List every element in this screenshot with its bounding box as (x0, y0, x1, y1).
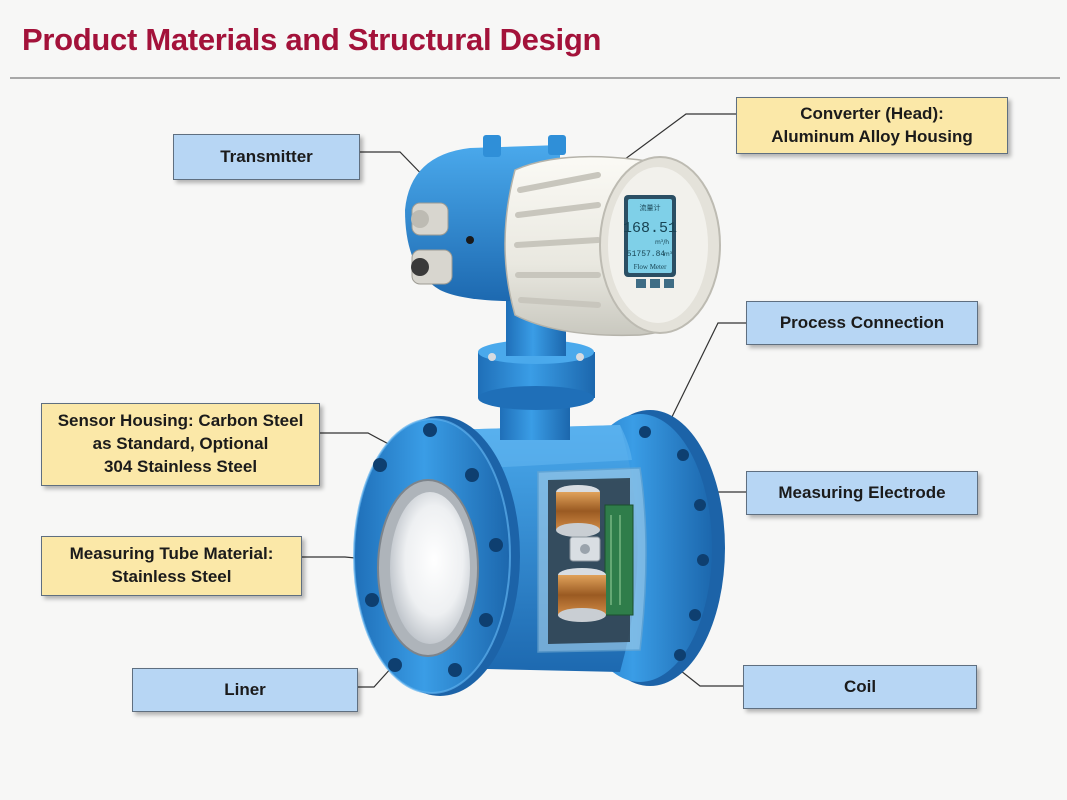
leader-process (667, 322, 746, 426)
cable-gland-upper (411, 202, 449, 236)
lcd-unit: m³/h (655, 239, 669, 246)
lcd-button-1 (636, 279, 646, 288)
upper-coil (556, 485, 600, 537)
lcd-total-unit: m³ (664, 251, 673, 258)
liner (390, 492, 470, 644)
lcd-reading: 168.51 (623, 220, 677, 237)
title-divider (10, 77, 1060, 79)
lcd-button-3 (664, 279, 674, 288)
lcd-brand: Flow Meter (634, 263, 668, 271)
converter-head: 流量计 168.51 m³/h 51757.84 m³ Flow Meter (504, 155, 721, 337)
label-sensor-housing: Sensor Housing: Carbon Steel as Standard… (41, 403, 320, 486)
lcd-button-2 (650, 279, 660, 288)
circuit-board (604, 504, 634, 616)
label-liner: Liner (132, 668, 358, 712)
label-process-connection: Process Connection (746, 301, 978, 345)
label-converter-head: Converter (Head): Aluminum Alloy Housing (736, 97, 1008, 154)
lcd-total: 51757.84 (627, 250, 666, 259)
label-measuring-electrode: Measuring Electrode (746, 471, 978, 515)
lower-coil (558, 568, 606, 622)
page-title: Product Materials and Structural Design (22, 22, 602, 57)
label-transmitter: Transmitter (173, 134, 360, 180)
label-measuring-tube: Measuring Tube Material: Stainless Steel (41, 536, 302, 596)
front-flange (353, 416, 520, 696)
cable-gland-lower (411, 249, 453, 285)
leader-converter (616, 113, 736, 166)
lcd-top-text: 流量计 (640, 203, 661, 212)
label-coil: Coil (743, 665, 977, 709)
cutaway-window (537, 467, 647, 653)
